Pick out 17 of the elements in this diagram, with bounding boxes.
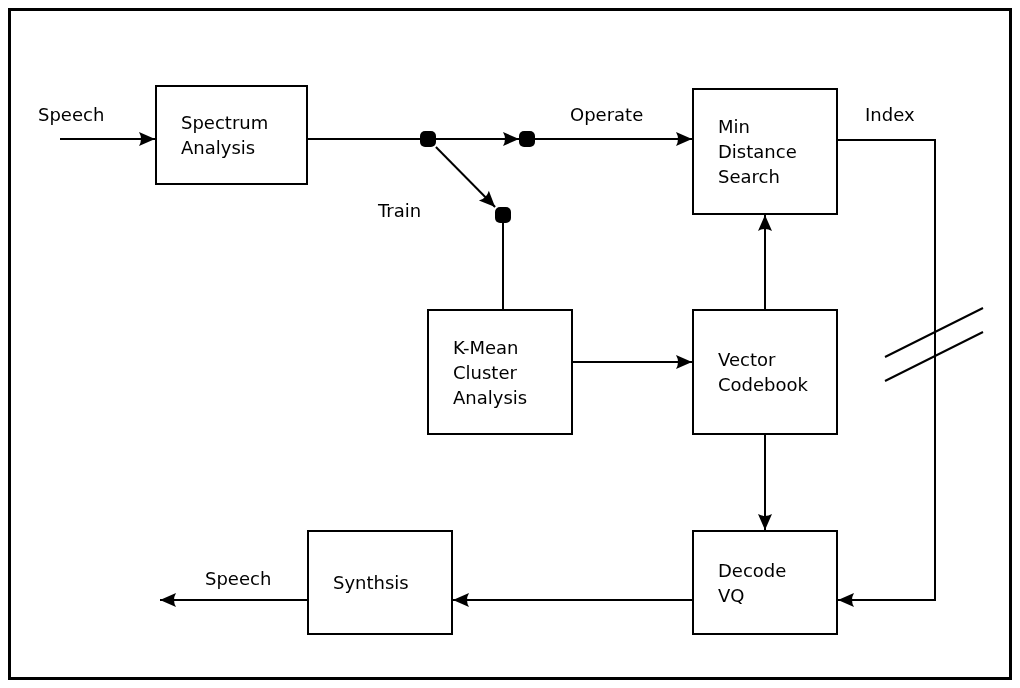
box-label: Min Distance Search (718, 115, 797, 189)
box-label: Synthsis (333, 571, 409, 595)
box-label: Spectrum Analysis (181, 111, 269, 160)
switch-contact (420, 131, 436, 147)
process-box (427, 309, 573, 435)
switch-contact (495, 207, 511, 223)
edge-label: Speech (38, 104, 105, 126)
process-box (692, 309, 838, 435)
box-label: K-Mean Cluster Analysis (453, 335, 528, 410)
box-label: Decode VQ (718, 558, 787, 608)
process-box (692, 530, 838, 635)
edge-label: Speech (205, 568, 272, 590)
process-box (692, 88, 838, 215)
switch-contact (519, 131, 535, 147)
process-box (307, 530, 453, 635)
box-label: Vector Codebook (718, 348, 808, 397)
process-box (155, 85, 308, 185)
